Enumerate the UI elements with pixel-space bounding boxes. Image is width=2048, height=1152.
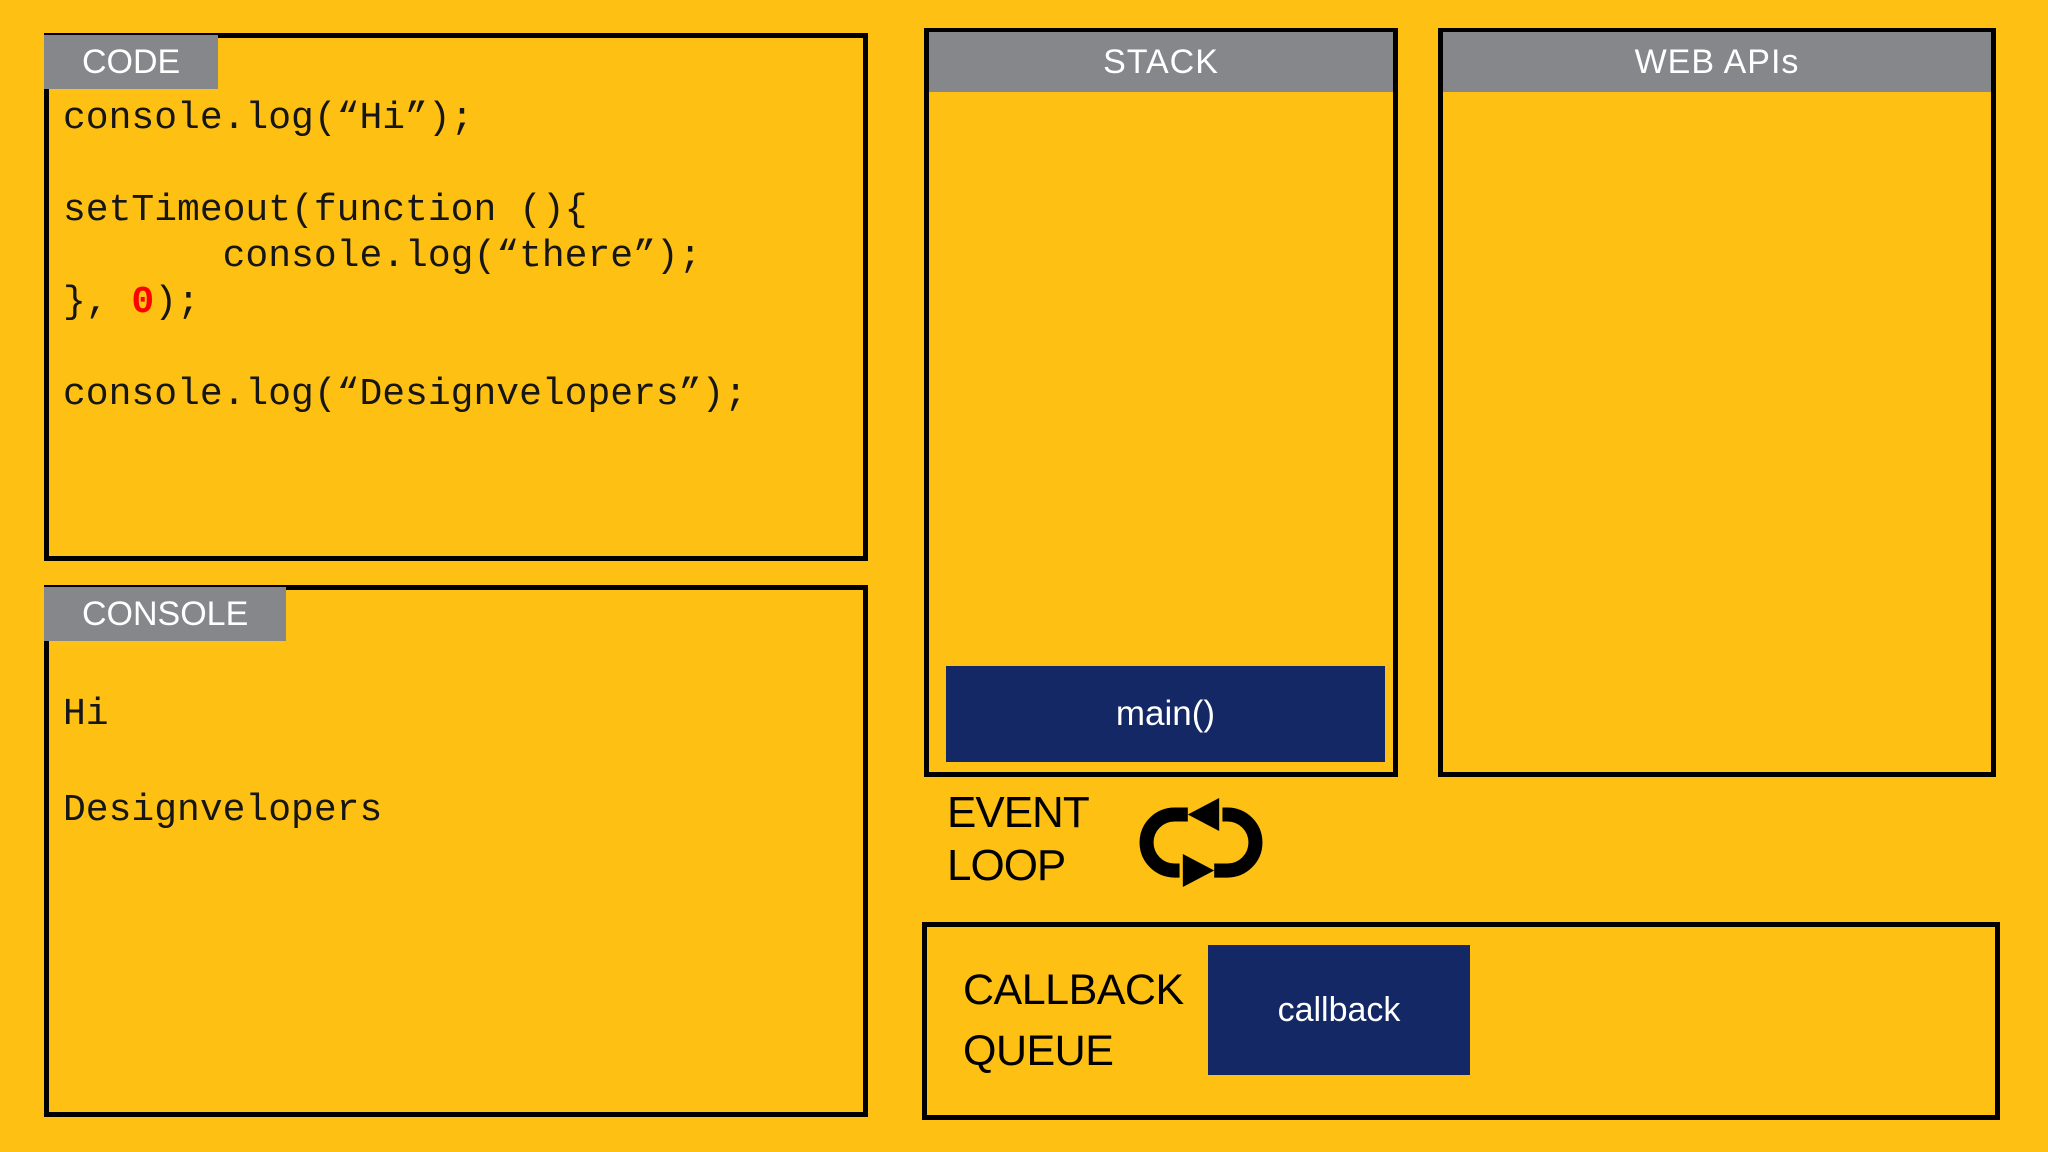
callback-queue-label: CALLBACK QUEUE xyxy=(963,927,1184,1115)
callback-queue-label-line2: QUEUE xyxy=(963,1027,1114,1075)
stack-panel-title: STACK xyxy=(929,32,1393,92)
code-token: ); xyxy=(154,281,200,324)
code-line xyxy=(63,326,747,372)
code-token: }, xyxy=(63,281,132,324)
event-loop-label: EVENT LOOP xyxy=(947,786,1090,892)
callback-queue-items: callback xyxy=(1208,945,1470,1075)
code-line: console.log(“Designvelopers”); xyxy=(63,372,747,418)
code-token: setTimeout(function (){ xyxy=(63,189,588,232)
queue-item: callback xyxy=(1208,945,1470,1075)
code-block: console.log(“Hi”); setTimeout(function ()… xyxy=(63,96,747,418)
code-token-red: 0 xyxy=(131,281,155,324)
code-token: console.log(“Designvelopers”); xyxy=(63,373,748,416)
console-line: Designvelopers xyxy=(63,789,383,832)
console-line xyxy=(63,739,382,787)
code-line xyxy=(63,142,747,188)
event-loop-label-line1: EVENT xyxy=(947,788,1090,837)
console-line: Hi xyxy=(63,693,109,736)
web-apis-panel: WEB APIs xyxy=(1438,28,1996,777)
code-panel-title: CODE xyxy=(44,35,219,89)
code-token: console.log(“Hi”); xyxy=(63,97,474,140)
code-line: console.log(“there”); xyxy=(63,234,747,280)
callback-queue-label-line1: CALLBACK xyxy=(963,966,1184,1014)
console-panel-title: CONSOLE xyxy=(44,587,287,641)
code-panel: CODE console.log(“Hi”); setTimeout(functi… xyxy=(44,33,868,561)
callback-queue-panel: CALLBACK QUEUE callback xyxy=(922,922,2000,1120)
web-apis-panel-title: WEB APIs xyxy=(1443,32,1991,92)
stack-frame: main() xyxy=(946,666,1385,762)
loop-arrows-icon xyxy=(1139,797,1263,888)
code-line: console.log(“Hi”); xyxy=(63,96,747,142)
stack-frames: main() xyxy=(946,666,1385,762)
code-token: console.log(“there”); xyxy=(63,235,702,278)
code-line: setTimeout(function (){ xyxy=(63,188,747,234)
event-loop-label-line2: LOOP xyxy=(947,841,1066,890)
code-line: }, 0); xyxy=(63,280,747,326)
stack-panel: STACK main() xyxy=(924,28,1398,777)
